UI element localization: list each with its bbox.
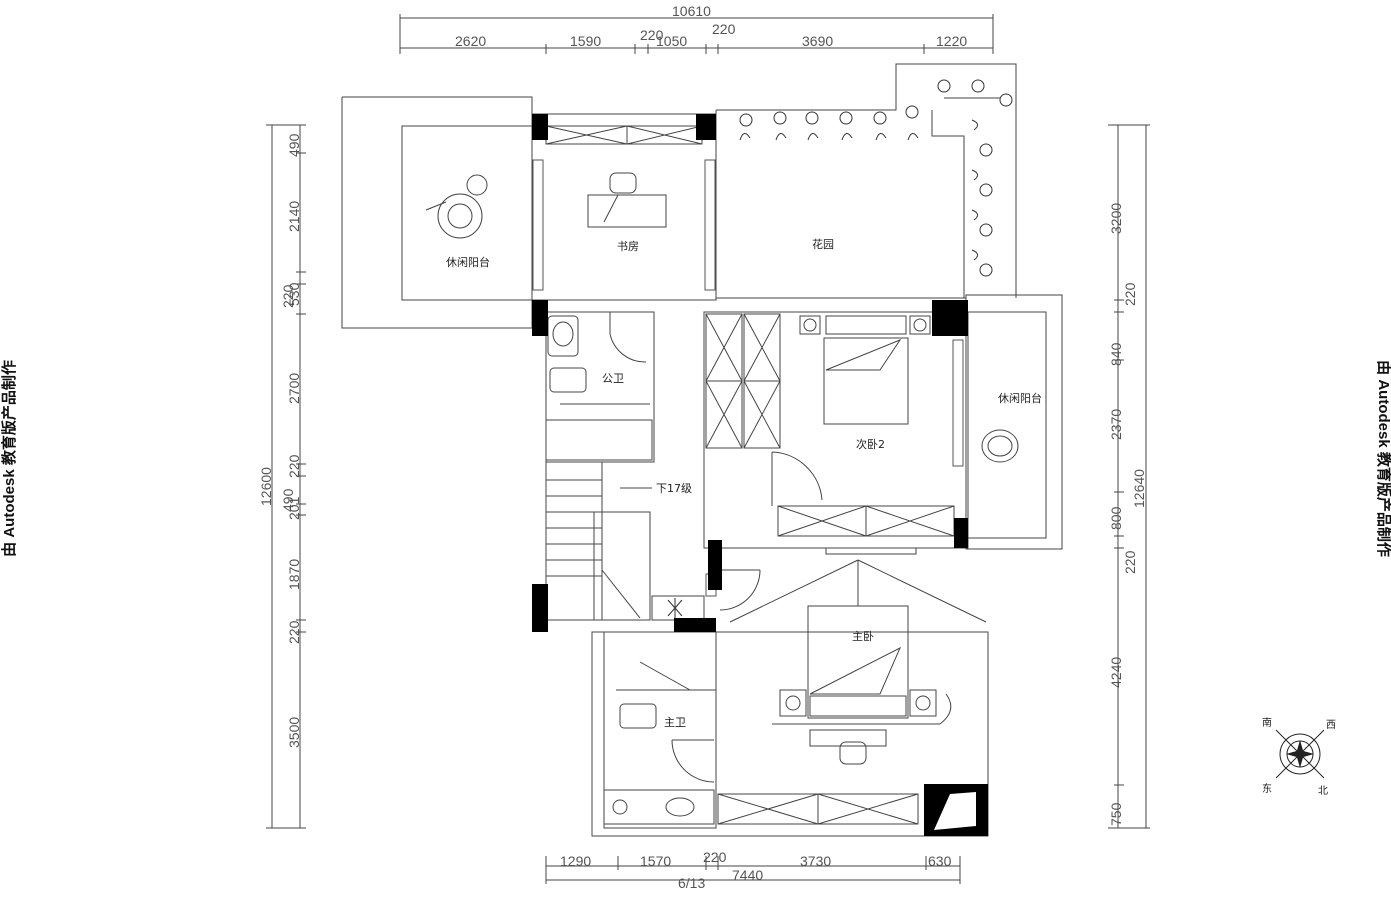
dim-right-2: 220 [1122, 282, 1138, 306]
dim-top-6: 3690 [802, 33, 833, 49]
dim-bottom-1: 1290 [560, 853, 591, 869]
dim-top-3: 220 [640, 27, 664, 43]
dim-right-3: 840 [1108, 342, 1124, 366]
dim-left-4: 530 [286, 282, 302, 306]
dim-left-1: 490 [286, 133, 302, 157]
dim-right-1: 3200 [1108, 203, 1124, 234]
dim-top-1: 2620 [455, 33, 486, 49]
watermark-left: 由 Autodesk 教育版产品制作 [0, 360, 18, 557]
dim-right-6: 220 [1122, 550, 1138, 574]
room-master-bedroom: 主卧 [852, 630, 874, 643]
compass-west: 西 [1326, 720, 1336, 731]
compass-south: 南 [1262, 716, 1272, 729]
room-master-bath: 主卫 [664, 716, 686, 729]
dim-right-5: 800 [1108, 506, 1124, 530]
dim-right-total: 12640 [1131, 469, 1147, 508]
dim-top-5: 220 [712, 21, 736, 37]
dim-left-total: 12600 [258, 467, 274, 506]
room-study: 书房 [617, 240, 639, 253]
dim-top-total: 10610 [672, 3, 711, 19]
dim-left-9: 1870 [286, 559, 302, 590]
dim-top-7: 1220 [936, 33, 967, 49]
compass-icon: 南 西 东 北 [1262, 716, 1336, 797]
dim-right-4: 2370 [1108, 409, 1124, 440]
dim-left-8: 201 [286, 496, 302, 520]
dim-top-2: 1590 [570, 33, 601, 49]
room-public-bath: 公卫 [602, 372, 624, 385]
dim-top-4: 1050 [656, 33, 687, 49]
dim-left-6: 220 [286, 454, 302, 478]
room-leisure-balcony-right: 休闲阳台 [998, 391, 1042, 405]
dim-right-7: 4240 [1108, 657, 1124, 688]
dim-left-10: 220 [286, 620, 302, 644]
dim-left-5: 2700 [286, 373, 302, 404]
dim-right-8: 750 [1108, 802, 1124, 826]
compass-north: 北 [1318, 785, 1328, 797]
dim-left-11: 3500 [286, 717, 302, 748]
dim-left-3: 220 [280, 284, 296, 308]
room-second-bedroom: 次卧2 [856, 437, 885, 451]
dim-left-2: 2140 [286, 201, 302, 232]
compass-east: 东 [1262, 782, 1272, 795]
stairs-label: 下17级 [656, 482, 692, 495]
watermark-right: 由 Autodesk 教育版产品制作 [1374, 360, 1391, 557]
dim-bottom-2: 1570 [640, 853, 671, 869]
dim-bottom-5: 630 [928, 853, 952, 869]
room-leisure-balcony-left: 休闲阳台 [446, 255, 490, 269]
dim-left-7: 490 [280, 488, 296, 512]
dim-bottom-4: 3730 [800, 853, 831, 869]
room-garden: 花园 [812, 238, 834, 251]
dim-bottom-total: 7440 [732, 867, 763, 883]
page-number: 6/13 [678, 875, 705, 891]
dim-bottom-3: 220 [703, 849, 727, 865]
